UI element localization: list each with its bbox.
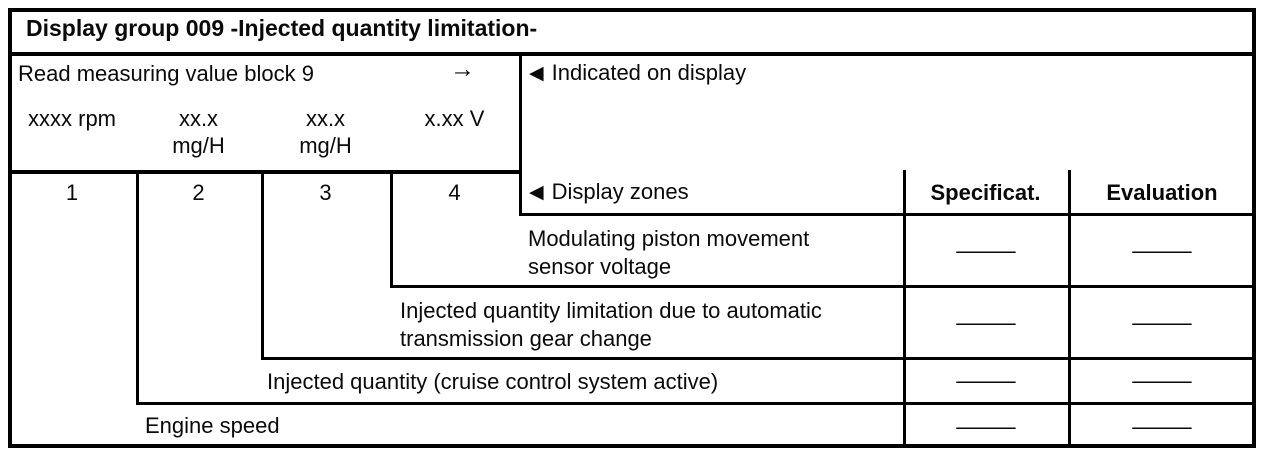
page-title: Display group 009 -Injected quantity lim…	[26, 15, 538, 41]
zone3-4-divider-line	[390, 170, 393, 288]
table-outer-border	[8, 8, 1256, 448]
dash-value: —	[955, 413, 1016, 439]
row-label-zone2: Injected quantity (cruise control system…	[267, 369, 719, 394]
specification-column-line	[903, 170, 906, 448]
title-divider-line	[8, 52, 1256, 56]
row3-bottom-line	[136, 402, 1256, 405]
row1-evaluation-cell: —	[1068, 216, 1256, 285]
row3-evaluation-cell: —	[1068, 360, 1256, 402]
zone1-value: xxxx rpm	[8, 105, 136, 132]
dash-value: —	[955, 309, 1016, 335]
row-label-zone1: Engine speed	[145, 413, 280, 438]
zone2-value-line2: mg/H	[172, 133, 225, 158]
evaluation-header: Evaluation	[1106, 179, 1218, 205]
read-block-instruction: Read measuring value block 9	[18, 61, 314, 86]
indicated-on-display: ◀ Indicated on display	[529, 60, 746, 86]
row3-specification-cell: —	[903, 360, 1068, 402]
evaluation-column-line	[1068, 170, 1071, 448]
zone1-value-line1: xxxx rpm	[28, 106, 116, 131]
zone-number-1: 1	[65, 179, 79, 205]
display-zones-header: ◀ Display zones	[529, 179, 689, 205]
zone-number-4: 4	[448, 179, 461, 205]
row4-evaluation-cell: —	[1068, 405, 1256, 448]
dash-value: —	[955, 368, 1016, 393]
row2-evaluation-cell: —	[1068, 288, 1256, 357]
zone-number-3: 3	[319, 179, 332, 205]
dash-value: —	[1132, 237, 1192, 263]
zone1-2-divider-line	[136, 170, 139, 405]
zone3-value: xx.x mg/H	[261, 105, 390, 159]
zone2-value-line1: xx.x	[178, 106, 219, 131]
row1-bottom-line	[390, 285, 1256, 288]
zone3-value-line2: mg/H	[299, 133, 352, 158]
zone2-3-divider-line	[261, 170, 264, 360]
dash-value: —	[1132, 413, 1192, 439]
row1-specification-cell: —	[903, 216, 1068, 285]
zones-row-top-line	[8, 170, 522, 174]
row-label-zone3: Injected quantity limitation due to auto…	[400, 298, 822, 351]
dash-value: —	[1132, 368, 1192, 393]
display-box-divider-line	[519, 52, 522, 216]
row2-specification-cell: —	[903, 288, 1068, 357]
zone3-value-line1: xx.x	[305, 106, 346, 131]
zone-number-2: 2	[192, 179, 205, 205]
zone4-value: x.xx V	[390, 105, 519, 132]
row4-specification-cell: —	[903, 405, 1068, 448]
display-zones-label: Display zones	[551, 179, 689, 204]
specification-header: Specificat.	[930, 179, 1041, 205]
dash-value: —	[1132, 309, 1192, 335]
right-arrow-icon: →	[450, 55, 475, 83]
zone2-value: xx.x mg/H	[136, 105, 261, 159]
header-bottom-line	[519, 213, 1256, 216]
indicated-on-display-label: Indicated on display	[551, 60, 747, 85]
row2-bottom-line	[261, 357, 1256, 360]
dash-value: —	[955, 237, 1016, 263]
left-pointer-icon: ◀	[529, 182, 544, 203]
row-label-zone4: Modulating piston movement sensor voltag…	[528, 226, 810, 279]
left-pointer-icon: ◀	[529, 63, 544, 84]
zone4-value-line1: x.xx V	[424, 106, 485, 131]
